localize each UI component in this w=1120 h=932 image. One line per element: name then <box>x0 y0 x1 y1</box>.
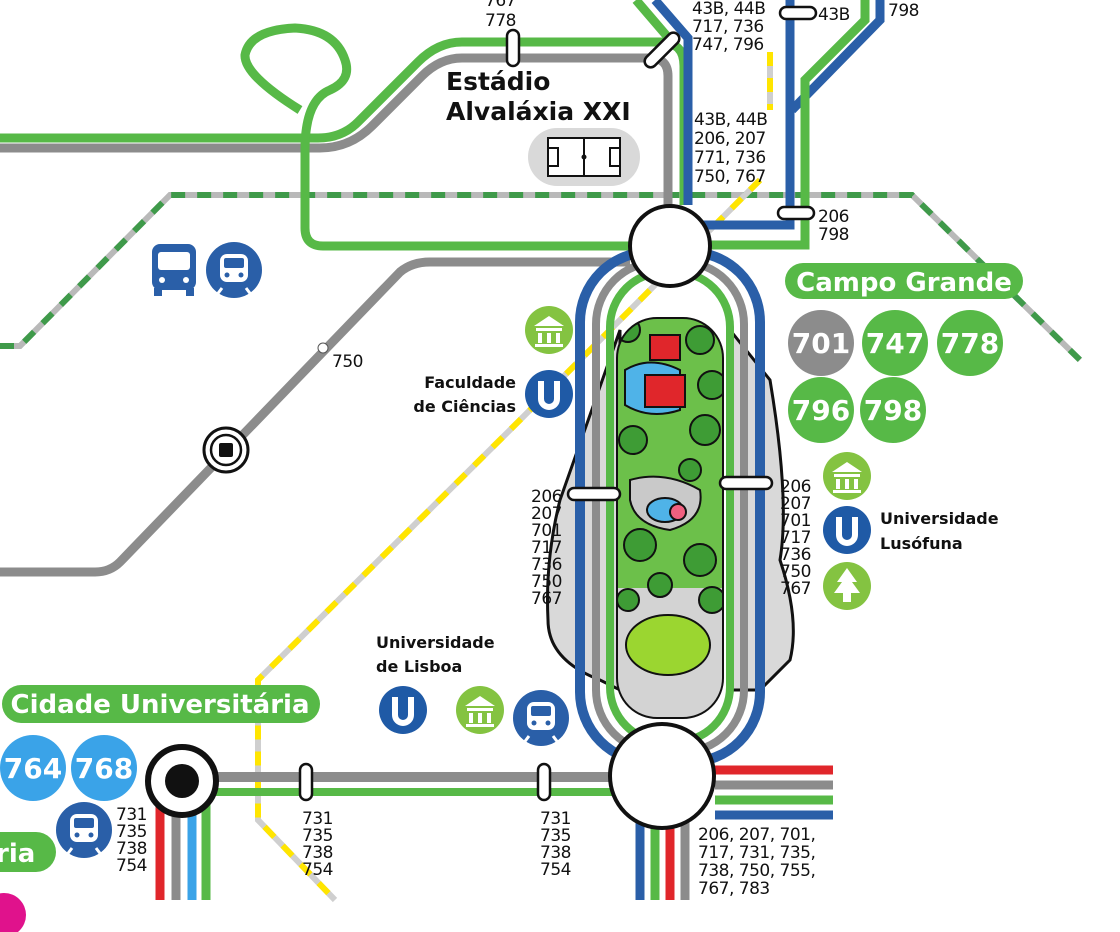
route-798-label: 798 <box>888 1 919 21</box>
interchange-icon <box>202 426 250 474</box>
campo-grande-name-pill[interactable]: Campo Grande <box>785 263 1023 299</box>
line-badge-768[interactable]: 768 <box>71 735 137 801</box>
university-icon <box>525 370 573 418</box>
park-west-routes-label: 717 <box>531 538 562 558</box>
stadium-title-line1: Estádio <box>446 67 550 96</box>
cidade-routes-a-label: 738 <box>116 839 147 859</box>
line-badge-796[interactable]: 796 <box>788 377 854 443</box>
cidade-universitaria-line-badges: 764 768 <box>0 735 137 801</box>
partial-station-label: ria <box>0 839 35 869</box>
stop-markers <box>298 5 818 802</box>
univ-lisboa-label-line2: de Lisboa <box>376 657 462 676</box>
line-number: 778 <box>941 327 999 360</box>
faculdade-label-line1: Faculdade <box>424 373 516 392</box>
line-badge-798[interactable]: 798 <box>860 377 926 443</box>
metro-icon <box>56 802 112 858</box>
stadium-icon <box>528 128 640 186</box>
cidade-routes-c-label: 735 <box>540 826 571 846</box>
university-icon <box>823 506 871 554</box>
campo-grande-south-routes-label: 717, 731, 735, <box>698 843 815 863</box>
park-outline <box>616 317 724 719</box>
railway-line-green-gray <box>0 192 1083 363</box>
park-east-routes-label: 701 <box>780 511 811 531</box>
line-badge-747[interactable]: 747 <box>862 310 928 376</box>
cidade-routes-b-label: 735 <box>302 826 333 846</box>
cidade-routes-a-label: 735 <box>116 822 147 842</box>
line-number: 796 <box>792 394 850 427</box>
route-750-label: 750 <box>332 352 363 372</box>
partial-station-pill: ria <box>0 832 56 872</box>
stadium-routes-label: 43B, 44B <box>694 110 767 130</box>
park-west-routes-label: 736 <box>531 555 562 575</box>
line-number: 768 <box>75 752 133 785</box>
cidade-routes-b-label: 731 <box>302 809 333 829</box>
stadium-routes-label: 771, 736 <box>694 148 766 168</box>
line-badge-701[interactable]: 701 <box>788 310 854 376</box>
stadium-title-line2: Alvaláxia XXI <box>446 97 631 126</box>
cidade-routes-c-label: 754 <box>540 860 571 880</box>
cidade-routes-b-label: 738 <box>302 843 333 863</box>
routes-top-right-c: 747, 796 <box>692 35 764 55</box>
line-number: 747 <box>866 327 924 360</box>
campo-grande-line-badges: 701 747 778 796 798 <box>788 310 1003 443</box>
metro-icon <box>513 690 569 746</box>
lusofona-label-line2: Lusófuna <box>880 534 963 553</box>
cidade-routes-c-label: 738 <box>540 843 571 863</box>
park-east-routes-label: 736 <box>780 545 811 565</box>
cidade-routes-a-label: 731 <box>116 805 147 825</box>
line-badge-764[interactable]: 764 <box>0 735 66 801</box>
stadium-loop-lines <box>0 23 689 251</box>
routes-206-798-label: 206 <box>818 207 849 227</box>
routes-top-right-b: 717, 736 <box>692 17 764 37</box>
faculdade-label-line2: de Ciências <box>413 397 516 416</box>
cidade-routes-b-label: 754 <box>302 860 333 880</box>
campo-grande-south-routes-label: 767, 783 <box>698 879 770 899</box>
stadium-routes-label: 206, 207 <box>694 129 766 149</box>
line-number: 701 <box>792 327 850 360</box>
park-east-routes-label: 717 <box>780 528 811 548</box>
cidade-routes-a-label: 754 <box>116 856 147 876</box>
metro-icon <box>206 242 262 298</box>
magenta-line-marker <box>0 893 26 932</box>
university-icon <box>379 686 427 734</box>
cidade-universitaria-name-pill[interactable]: Cidade Universitária <box>2 685 320 723</box>
stadium-routes-label: 750, 767 <box>694 167 766 187</box>
campo-grande-north-stop[interactable] <box>628 204 712 288</box>
park-west-routes-label: 701 <box>531 521 562 541</box>
campo-grande-south-stop[interactable] <box>608 722 716 830</box>
route-750-line <box>0 257 630 577</box>
north-lines <box>632 0 885 250</box>
park-west-routes-label: 207 <box>531 504 562 524</box>
routes-206-798-label: 798 <box>818 225 849 245</box>
line-badge-778[interactable]: 778 <box>937 310 1003 376</box>
park-east-routes-label: 207 <box>780 494 811 514</box>
park-illustration <box>617 318 723 718</box>
museum-icon <box>823 452 871 500</box>
bus-icon <box>152 244 196 296</box>
campo-grande-label: Campo Grande <box>796 268 1012 298</box>
cidade-universitaria-stop[interactable] <box>145 744 219 818</box>
route-43b-label: 43B <box>818 5 850 25</box>
park-west-routes-label: 767 <box>531 589 562 609</box>
lusofona-label-line1: Universidade <box>880 509 999 528</box>
park-east-routes-label: 767 <box>780 579 811 599</box>
park-east-routes-label: 206 <box>780 477 811 497</box>
line-number: 764 <box>4 752 62 785</box>
campo-grande-south-routes-label: 738, 750, 755, <box>698 861 815 881</box>
campo-grande-south-routes-label: 206, 207, 701, <box>698 825 815 845</box>
univ-lisboa-label-line1: Universidade <box>376 633 495 652</box>
museum-icon <box>525 306 573 354</box>
park-icon <box>823 562 871 610</box>
cidade-routes-c-label: 731 <box>540 809 571 829</box>
park-west-routes-label: 206 <box>531 487 562 507</box>
park-east-routes-label: 750 <box>780 562 811 582</box>
routes-top-right-a: 43B, 44B <box>692 0 765 19</box>
museum-icon <box>456 686 504 734</box>
park-west-routes-label: 750 <box>531 572 562 592</box>
line-number: 798 <box>864 394 922 427</box>
cidade-universitaria-label: Cidade Universitária <box>10 690 309 720</box>
